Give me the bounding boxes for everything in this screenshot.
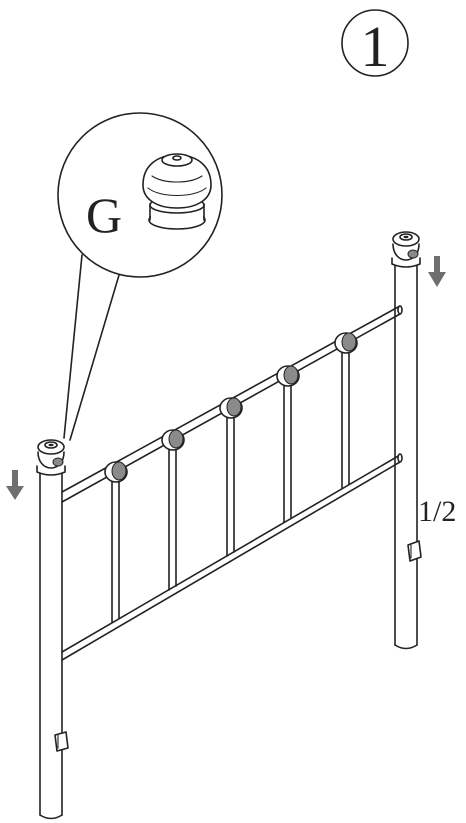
leader-line-right — [69, 264, 123, 441]
step-number: 1 — [361, 14, 390, 79]
right-post-cap — [391, 231, 421, 268]
spindle — [334, 332, 358, 489]
spindle — [219, 397, 243, 557]
step-badge: 1 — [341, 9, 409, 79]
spindle — [161, 429, 185, 591]
arrow-down-right-icon — [428, 256, 446, 287]
spindles — [104, 332, 358, 623]
right-post — [391, 231, 422, 650]
leg-bracket — [54, 731, 69, 752]
spindle — [104, 461, 128, 623]
leader-line-left — [63, 254, 83, 439]
finial-hole — [172, 155, 182, 161]
leg-bracket — [407, 540, 422, 562]
fraction-label: 1/2 — [418, 495, 456, 528]
finial-cap-icon — [142, 153, 212, 230]
left-post-cap — [36, 439, 66, 476]
part-callout: G — [57, 112, 223, 278]
bottom-rail — [61, 453, 403, 661]
part-label: G — [86, 187, 122, 243]
arrow-down-left-icon — [6, 470, 24, 500]
step-badge-circle — [341, 9, 409, 77]
spindle — [276, 365, 300, 523]
callout-leader — [63, 254, 123, 441]
left-post — [36, 439, 69, 820]
